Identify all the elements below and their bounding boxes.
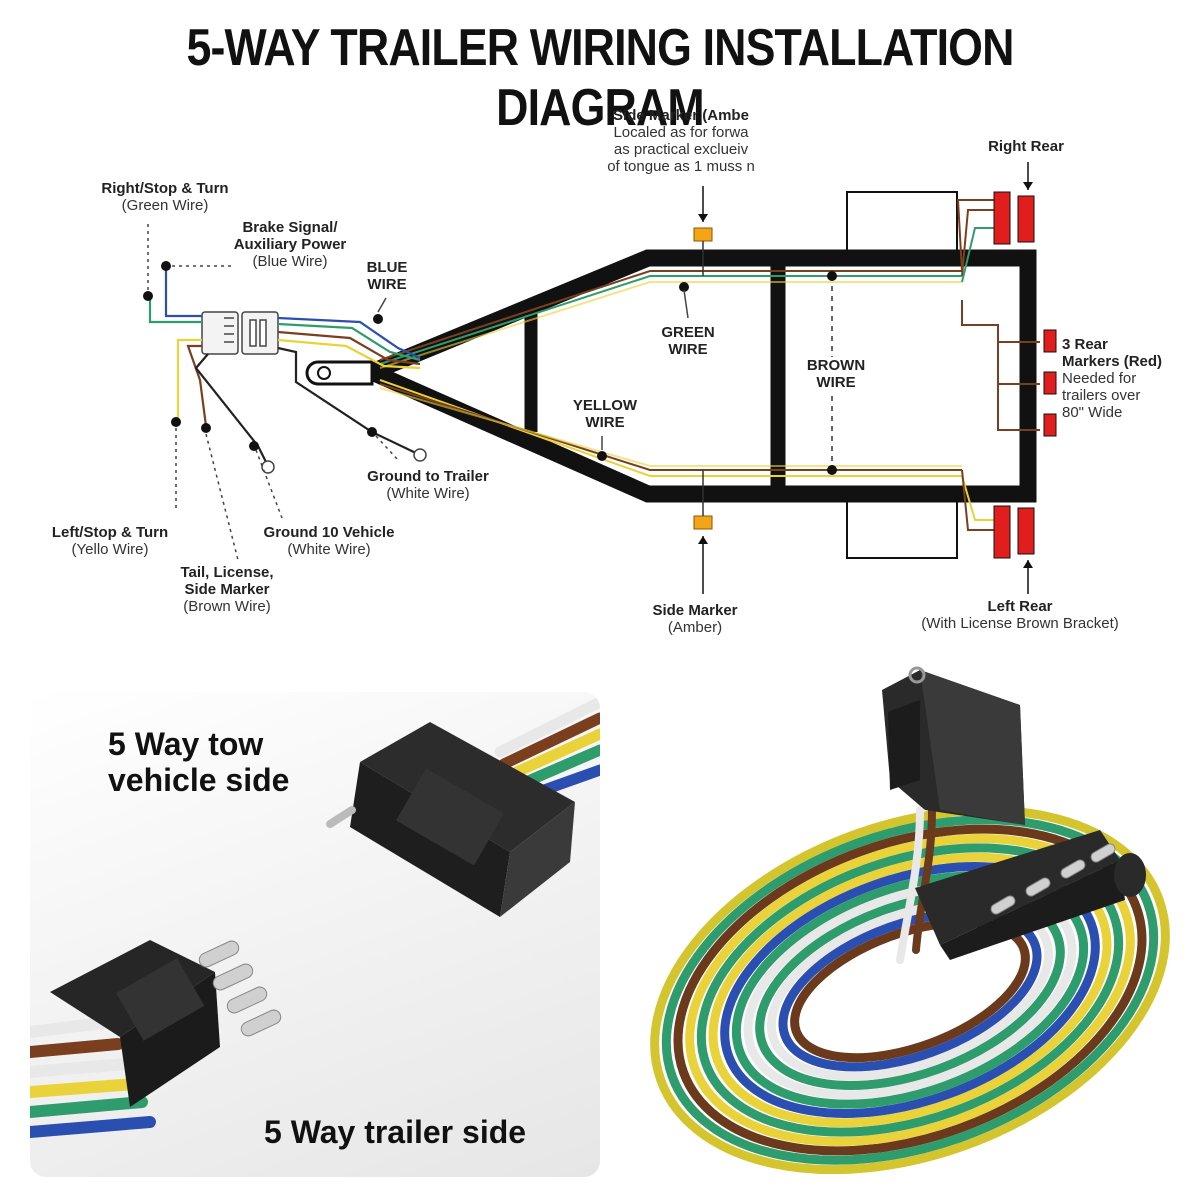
rear-markers-line1: 3 Rear: [1062, 336, 1108, 353]
trailer-side-connector: [50, 940, 282, 1107]
yellow-wire-line1: YELLOW: [572, 397, 638, 414]
left-stop-turn-name: Left/Stop & Turn: [51, 524, 169, 541]
vehicle-plug: [201, 311, 239, 355]
label-tail-license: Tail, License, Side Marker (Brown Wire): [152, 564, 302, 615]
right-rear-light: [993, 191, 1035, 245]
rear-marker-2: [1043, 371, 1057, 395]
label-ground-trailer: Ground to Trailer (White Wire): [342, 468, 514, 502]
trailer-side-wires: [30, 1016, 156, 1138]
ground-vehicle-name: Ground 10 Vehicle: [263, 524, 395, 541]
trailer-plug: [241, 311, 279, 355]
coil-lead-wires: [896, 806, 936, 964]
label-rear-markers: 3 Rear Markers (Red) Needed for trailers…: [1062, 336, 1194, 421]
tow-side-line2: vehicle side: [108, 762, 290, 798]
label-right-rear: Right Rear: [966, 138, 1086, 155]
wheel-top: [846, 191, 958, 255]
green-wire-line2: WIRE: [668, 341, 708, 358]
side-marker-bottom-name: Side Marker: [652, 602, 738, 619]
vehicle-wires: [148, 268, 269, 467]
label-right-stop-turn: Right/Stop & Turn (Green Wire): [80, 180, 250, 214]
tow-side-line1: 5 Way tow: [108, 726, 264, 762]
tow-side-connector: [326, 722, 575, 917]
ground-trailer-symbol: [413, 448, 427, 462]
ground-trailer-wire: (White Wire): [386, 485, 470, 502]
left-rear-sub: (With License Brown Bracket): [921, 615, 1119, 632]
label-brown-wire: BROWN WIRE: [796, 357, 876, 391]
rear-marker-3: [1043, 413, 1057, 437]
rear-markers-line3: Needed for: [1062, 370, 1137, 387]
label-brake-signal: Brake Signal/ Auxiliary Power (Blue Wire…: [210, 219, 370, 270]
label-left-rear: Left Rear (With License Brown Bracket): [896, 598, 1144, 632]
coiled-harness-photo: [650, 666, 1170, 1175]
rear-markers-line5: 80" Wide: [1062, 404, 1123, 421]
side-marker-top: [693, 227, 713, 242]
side-marker-top-l1: Localed as for forwa: [613, 124, 749, 141]
trailer-lead-wires: [277, 316, 421, 455]
blue-wire-line2: WIRE: [367, 276, 407, 293]
ground-vehicle-wire: (White Wire): [287, 541, 371, 558]
left-rear-name: Left Rear: [987, 598, 1053, 615]
connector-photo-panel: 5 Way tow vehicle side 5 Way trailer sid…: [30, 692, 600, 1177]
label-yellow-wire: YELLOW WIRE: [560, 397, 650, 431]
wire-coil: [650, 805, 1170, 1175]
brown-wire-line2: WIRE: [816, 374, 856, 391]
brake-signal-name2: Auxiliary Power: [233, 236, 347, 253]
tail-license-wire: (Brown Wire): [183, 598, 271, 615]
yellow-wire-line2: WIRE: [585, 414, 625, 431]
coil-connector-top: [882, 666, 1025, 825]
label-left-stop-turn: Left/Stop & Turn (Yello Wire): [30, 524, 190, 558]
side-marker-bottom: [693, 515, 713, 530]
side-marker-top-name: Side Marker (Ambe: [613, 107, 749, 124]
callout-leaders: [143, 222, 837, 561]
right-stop-turn-wire: (Green Wire): [121, 197, 209, 214]
brown-wire-line1: BROWN: [806, 357, 866, 374]
trailer-side-label: 5 Way trailer side: [264, 1114, 527, 1150]
rear-markers-line4: trailers over: [1062, 387, 1141, 404]
wheel-bottom: [846, 495, 958, 559]
label-blue-wire: BLUE WIRE: [352, 259, 422, 293]
right-stop-turn-name: Right/Stop & Turn: [101, 180, 229, 197]
connector-illustrations: [30, 696, 600, 1138]
tail-license-name1: Tail, License,: [180, 564, 274, 581]
label-green-wire: GREEN WIRE: [648, 324, 728, 358]
brake-signal-wire: (Blue Wire): [252, 253, 328, 270]
rear-marker-1: [1043, 329, 1057, 353]
trailer-wiring-diagram: [143, 162, 1057, 594]
blue-wire-line1: BLUE: [366, 259, 408, 276]
label-ground-vehicle: Ground 10 Vehicle (White Wire): [240, 524, 418, 558]
right-rear-name: Right Rear: [988, 138, 1064, 155]
rear-markers-line2: Markers (Red): [1062, 353, 1163, 370]
ground-vehicle-symbol: [261, 460, 275, 474]
ground-trailer-name: Ground to Trailer: [367, 468, 489, 485]
side-marker-bottom-sub: (Amber): [667, 619, 723, 636]
frame-wires: [379, 199, 1040, 531]
label-side-marker-bottom: Side Marker (Amber): [630, 602, 760, 636]
green-wire-line1: GREEN: [661, 324, 715, 341]
side-marker-top-l3: of tongue as 1 muss n: [607, 158, 755, 175]
left-rear-light: [993, 505, 1035, 559]
label-side-marker-top: Side Marker (Ambe Localed as for forwa a…: [588, 107, 774, 175]
side-marker-top-l2: as practical exclueiv: [613, 141, 749, 158]
left-stop-turn-wire: (Yello Wire): [71, 541, 149, 558]
tail-license-name2: Side Marker: [184, 581, 270, 598]
hitch-coupler: [305, 360, 374, 386]
coil-connector-bottom: [915, 830, 1146, 960]
trailer-frame: [350, 249, 1037, 503]
tow-side-label: 5 Way tow vehicle side: [108, 726, 289, 798]
brake-signal-name1: Brake Signal/: [242, 219, 338, 236]
page-title: 5-WAY TRAILER WIRING INSTALLATION DIAGRA…: [186, 19, 1014, 137]
